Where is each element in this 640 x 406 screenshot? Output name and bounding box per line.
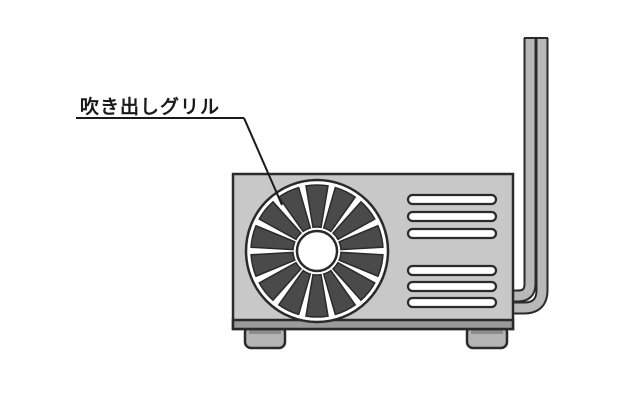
vent-slot xyxy=(406,280,498,293)
fan-blade xyxy=(277,269,312,316)
fan-blade xyxy=(331,200,376,241)
fan-blade xyxy=(322,269,357,316)
callout-label: 吹き出しグリル xyxy=(80,96,221,118)
fan-grille xyxy=(244,178,390,324)
fan-blade xyxy=(258,261,303,302)
fan-blade xyxy=(258,200,303,241)
vent-slot xyxy=(406,227,498,240)
vent-slot xyxy=(406,264,498,277)
vent-slot xyxy=(406,210,498,223)
fan-blade xyxy=(250,224,296,251)
fan-blade xyxy=(305,184,329,229)
fan-hub xyxy=(295,229,339,273)
side-vents xyxy=(406,193,498,309)
fan-blade xyxy=(277,186,312,233)
refrigerant-pipes xyxy=(512,37,549,315)
fan-blade xyxy=(305,273,329,318)
callout-leader xyxy=(76,117,283,206)
fan-blades xyxy=(250,184,384,318)
fan-blade xyxy=(338,251,384,278)
fan-blade xyxy=(322,186,357,233)
fan-blade xyxy=(338,224,384,251)
vent-slot xyxy=(406,296,498,309)
fan-blade xyxy=(331,261,376,302)
vent-slot xyxy=(406,193,498,206)
fan-blade xyxy=(250,251,296,278)
